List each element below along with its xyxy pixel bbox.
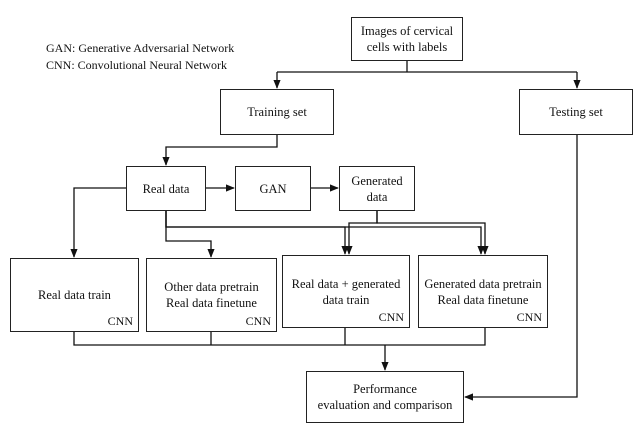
edge-exp-outputs [73, 328, 486, 346]
generated-data-label: Generated data [351, 173, 403, 204]
experiment-real-plus-generated-node: Real data + generated data train CNN [282, 255, 410, 328]
edge-real-to-exp4 [165, 211, 485, 255]
experiment-3-label: Real data + generated data train [291, 276, 401, 307]
performance-node: Performance evaluation and comparison [306, 371, 464, 423]
experiment-2-label: Other data pretrain Real data finetune [164, 280, 259, 310]
edge-images-split [277, 61, 577, 73]
edge-real-to-exp1 [70, 187, 126, 258]
experiment-4-label: Generated data pretrain Real data finetu… [424, 276, 542, 307]
gan-label: GAN [259, 181, 287, 196]
real-data-node: Real data [126, 166, 206, 211]
experiment-1-label: Real data train [38, 288, 111, 302]
training-set-node: Training set [220, 89, 334, 135]
testing-set-node: Testing set [519, 89, 633, 135]
edge-real-to-exp3 [165, 211, 349, 255]
edge-testing-performance [464, 135, 578, 401]
edge-gen-to-exp3 [345, 211, 378, 255]
testing-set-label: Testing set [549, 105, 603, 119]
experiment-generated-pretrain-node: Generated data pretrain Real data finetu… [418, 255, 548, 328]
legend-cnn: CNN: Convolutional Neural Network [46, 58, 227, 72]
real-data-label: Real data [142, 181, 190, 196]
edge-gen-to-exp4 [376, 211, 489, 255]
legend: GAN: Generative Adversarial Network CNN:… [46, 40, 234, 74]
gan-node: GAN [235, 166, 311, 211]
experiment-4-cnn-tag: CNN [516, 310, 542, 324]
edge-training-real [162, 135, 278, 166]
images-node: Images of cervical cells with labels [351, 17, 463, 61]
experiment-other-pretrain-node: Other data pretrain Real data finetune C… [146, 258, 277, 332]
images-node-label: Images of cervical cells with labels [360, 24, 454, 54]
experiment-3-cnn-tag: CNN [378, 310, 404, 324]
experiment-2-cnn-tag: CNN [245, 314, 271, 328]
training-set-label: Training set [247, 105, 307, 119]
legend-gan: GAN: Generative Adversarial Network [46, 41, 235, 55]
generated-data-node: Generated data [339, 166, 415, 211]
experiment-real-train-node: Real data train CNN [10, 258, 139, 332]
edge-real-to-exp2 [165, 211, 215, 258]
performance-label: Performance evaluation and comparison [317, 382, 453, 412]
experiment-1-cnn-tag: CNN [107, 314, 133, 328]
